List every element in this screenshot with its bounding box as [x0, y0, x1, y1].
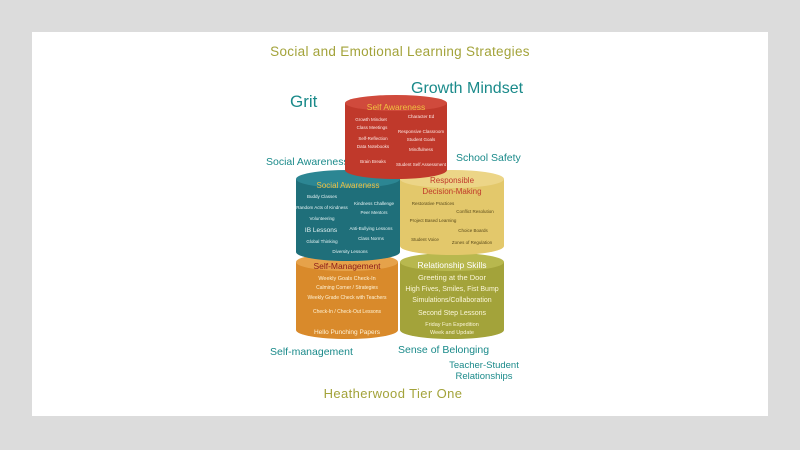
self-management-title: Self-Management [313, 261, 381, 271]
cylinder-relationship-skills: Relationship Skills Greeting at the Door… [400, 253, 504, 339]
responsible-title-2: Decision-Making [422, 187, 481, 196]
self-awareness-item-9: Brain Breaks [360, 159, 387, 164]
self-management-item-4: Check-In / Check-Out Lessons [313, 309, 382, 315]
teacher-student-label: Teacher-Student Relationships [444, 360, 524, 382]
social-awareness-item-2: Kindness Challenge [354, 201, 395, 206]
self-awareness-item-1: Growth Mindset [355, 117, 387, 122]
social-awareness-item-10: Diversity Lessons [332, 249, 368, 254]
social-awareness-item-4: Peer Mentors [360, 210, 388, 215]
self-management-label: Self-management [270, 346, 353, 358]
relationship-skills-item-5: Friday Fun Expedition [425, 322, 479, 328]
growth-mindset-label: Growth Mindset [411, 80, 524, 97]
social-awareness-item-6: IB Lessons [305, 227, 338, 234]
social-awareness-label: Social Awareness [266, 156, 349, 168]
self-awareness-item-2: Character Ed [408, 114, 435, 119]
self-awareness-item-8: Mindfulness [409, 147, 434, 152]
self-awareness-item-7: Data Notebooks [357, 144, 390, 149]
cylinder-social-awareness: Social Awareness Buddy Classes Kindness … [296, 170, 400, 261]
responsible-item-6: Zones of Regulation [452, 240, 493, 245]
social-awareness-item-9: Class Norms [358, 236, 385, 241]
self-management-item-5: Hello Punching Papers [314, 329, 381, 336]
cylinder-responsible-decision-making: Responsible Decision-Making Restorative … [400, 170, 504, 255]
relationship-skills-item-3: Simulations/Collaboration [412, 297, 491, 304]
cylinder-self-awareness: Self Awareness Growth Mindset Character … [345, 95, 447, 179]
self-awareness-item-3: Class Meetings [357, 125, 389, 130]
responsible-item-3: Project Based Learning [410, 218, 457, 223]
teacher-student-line-1: Teacher-Student [449, 360, 519, 371]
sense-of-belonging-label: Sense of Belonging [398, 344, 490, 356]
self-management-item-2: Calming Corner / Strategies [316, 285, 378, 291]
social-awareness-item-5: Volunteering [309, 216, 335, 221]
self-management-item-3: Weekly Grade Check with Teachers [307, 295, 387, 301]
self-management-item-1: Weekly Goals Check-In [318, 276, 375, 282]
social-awareness-item-7: Anti-Bullying Lessons [349, 226, 393, 231]
relationship-skills-item-2: High Fives, Smiles, Fist Bump [405, 286, 498, 293]
teacher-student-line-2: Relationships [455, 371, 513, 382]
grit-label: Grit [290, 92, 318, 111]
social-awareness-item-3: Random Acts of Kindness [296, 205, 348, 210]
social-awareness-item-1: Buddy Classes [307, 194, 338, 199]
school-safety-label: School Safety [456, 152, 521, 164]
self-awareness-item-4: Responsive Classroom [398, 129, 445, 134]
self-awareness-title: Self Awareness [367, 102, 425, 112]
self-awareness-item-10: Student Self Assessment [396, 162, 447, 167]
responsible-item-5: Student Voice [411, 237, 439, 242]
responsible-item-4: Choice Boards [458, 228, 488, 233]
responsible-item-2: Conflict Resolution [456, 209, 494, 214]
footer-caption: Heatherwood Tier One [323, 386, 463, 401]
responsible-item-1: Restorative Practices [412, 201, 455, 206]
relationship-skills-item-1: Greeting at the Door [418, 273, 486, 282]
relationship-skills-item-4: Second Step Lessons [418, 310, 487, 317]
self-awareness-item-5: Self-Reflection [358, 136, 388, 141]
page-title: Social and Emotional Learning Strategies [270, 44, 530, 59]
social-awareness-item-8: Global Thinking [306, 239, 338, 244]
cylinder-self-management: Self-Management Weekly Goals Check-In Ca… [296, 253, 398, 339]
relationship-skills-item-6: Week and Update [430, 330, 474, 336]
social-awareness-title: Social Awareness [317, 181, 380, 190]
self-awareness-item-6: Student Goals [407, 137, 436, 142]
responsible-title-1: Responsible [430, 176, 475, 185]
relationship-skills-title: Relationship Skills [418, 260, 487, 270]
